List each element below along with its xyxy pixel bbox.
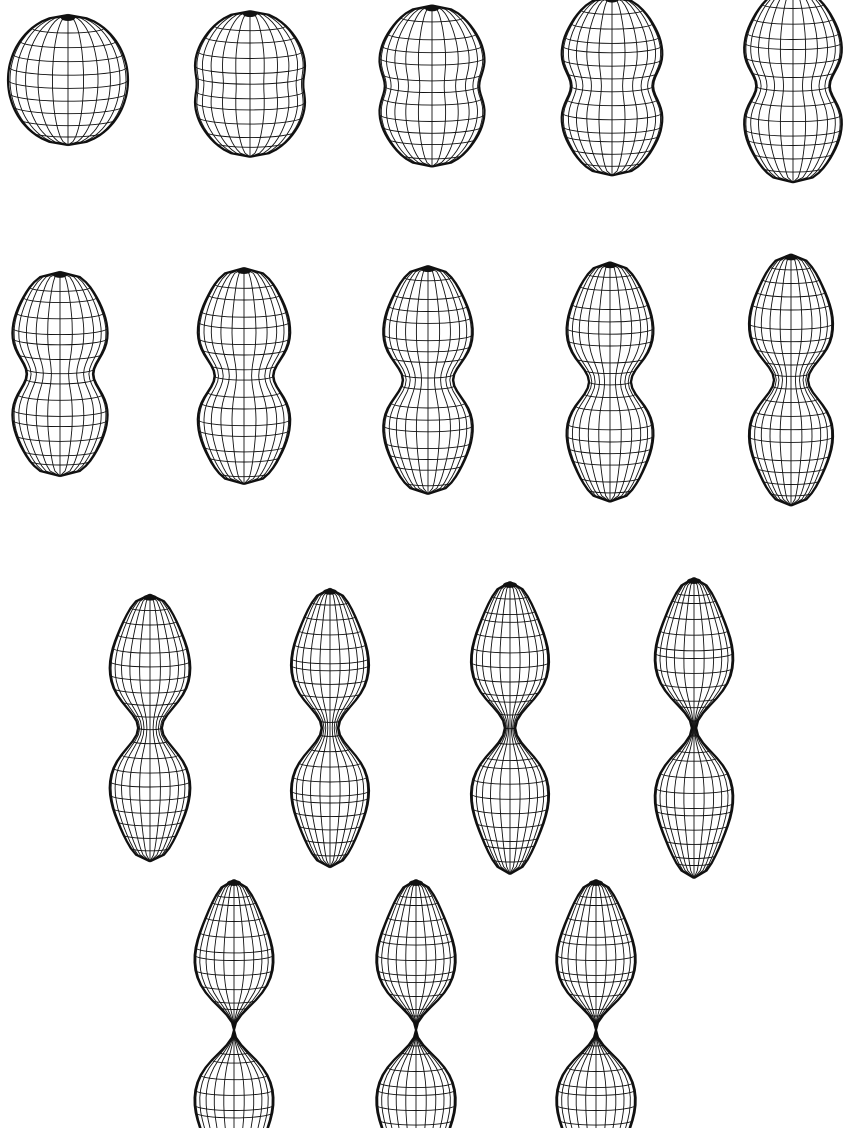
meridian-line — [612, 0, 637, 175]
shape-16 — [376, 880, 455, 1128]
meridian-line — [610, 262, 621, 501]
shape-9 — [567, 262, 654, 501]
meridian-line — [694, 578, 722, 878]
meridian-line — [791, 254, 802, 505]
meridian-line — [599, 262, 610, 501]
pole-cap — [227, 880, 241, 886]
meridian-line — [755, 254, 791, 505]
shape-3 — [380, 5, 485, 166]
meridian-line — [311, 589, 331, 868]
meridian-line — [612, 0, 656, 175]
meridian-line — [780, 254, 791, 505]
meridian-line — [296, 589, 330, 868]
meridian-line — [694, 578, 728, 878]
meridian-line — [418, 5, 432, 166]
shape-13 — [471, 582, 549, 874]
meridian-line — [150, 595, 185, 862]
pole-cap — [243, 11, 257, 17]
shape-8 — [383, 266, 472, 494]
shape-17 — [556, 880, 635, 1128]
meridian-line — [576, 0, 612, 175]
meridian-line — [432, 5, 446, 166]
meridian-line — [406, 5, 432, 166]
meridian-line — [115, 595, 150, 862]
shape-14 — [655, 578, 733, 878]
meridian-line — [330, 589, 364, 868]
shape-5 — [744, 0, 842, 182]
shape-7 — [198, 268, 290, 484]
meridian-line — [660, 578, 694, 878]
shape-1 — [8, 15, 128, 145]
shape-10 — [749, 254, 833, 505]
meridian-line — [510, 582, 530, 874]
meridian-line — [432, 5, 478, 166]
pole-cap — [409, 880, 423, 886]
pole-cap — [589, 880, 603, 886]
meridian-line — [568, 0, 612, 175]
meridian-line — [381, 5, 432, 166]
meridian-line — [587, 0, 612, 175]
meridian-line — [150, 595, 179, 862]
meridian-line — [612, 0, 625, 175]
meridian-line — [387, 5, 433, 166]
meridian-line — [612, 0, 648, 175]
shape-11 — [110, 595, 191, 862]
pole-cap — [421, 266, 435, 272]
pole-cap — [784, 254, 798, 260]
meridian-line — [510, 582, 538, 874]
shape-15 — [195, 880, 274, 1128]
pole-cap — [143, 595, 157, 601]
shape-6 — [12, 272, 107, 476]
meridian-line — [491, 582, 511, 874]
pole-cap — [323, 589, 337, 595]
meridian-line — [432, 5, 458, 166]
pole-cap — [237, 268, 251, 274]
shape-4 — [562, 0, 663, 175]
meridian-line — [122, 595, 151, 862]
pole-cap — [53, 272, 67, 278]
meridian-line — [791, 254, 827, 505]
shape-2 — [195, 11, 305, 157]
meridian-line — [432, 5, 483, 166]
meridian-line — [330, 589, 350, 868]
meridian-line — [666, 578, 694, 878]
pole-cap — [603, 262, 617, 268]
meridian-line — [610, 262, 641, 501]
shape-12 — [291, 589, 369, 868]
pole-cap — [425, 5, 439, 11]
meridian-line — [579, 262, 610, 501]
pole-cap — [61, 15, 75, 21]
pole-cap — [503, 582, 517, 588]
meridian-line — [599, 0, 612, 175]
pole-cap — [687, 578, 701, 584]
pole-cap — [605, 0, 619, 3]
